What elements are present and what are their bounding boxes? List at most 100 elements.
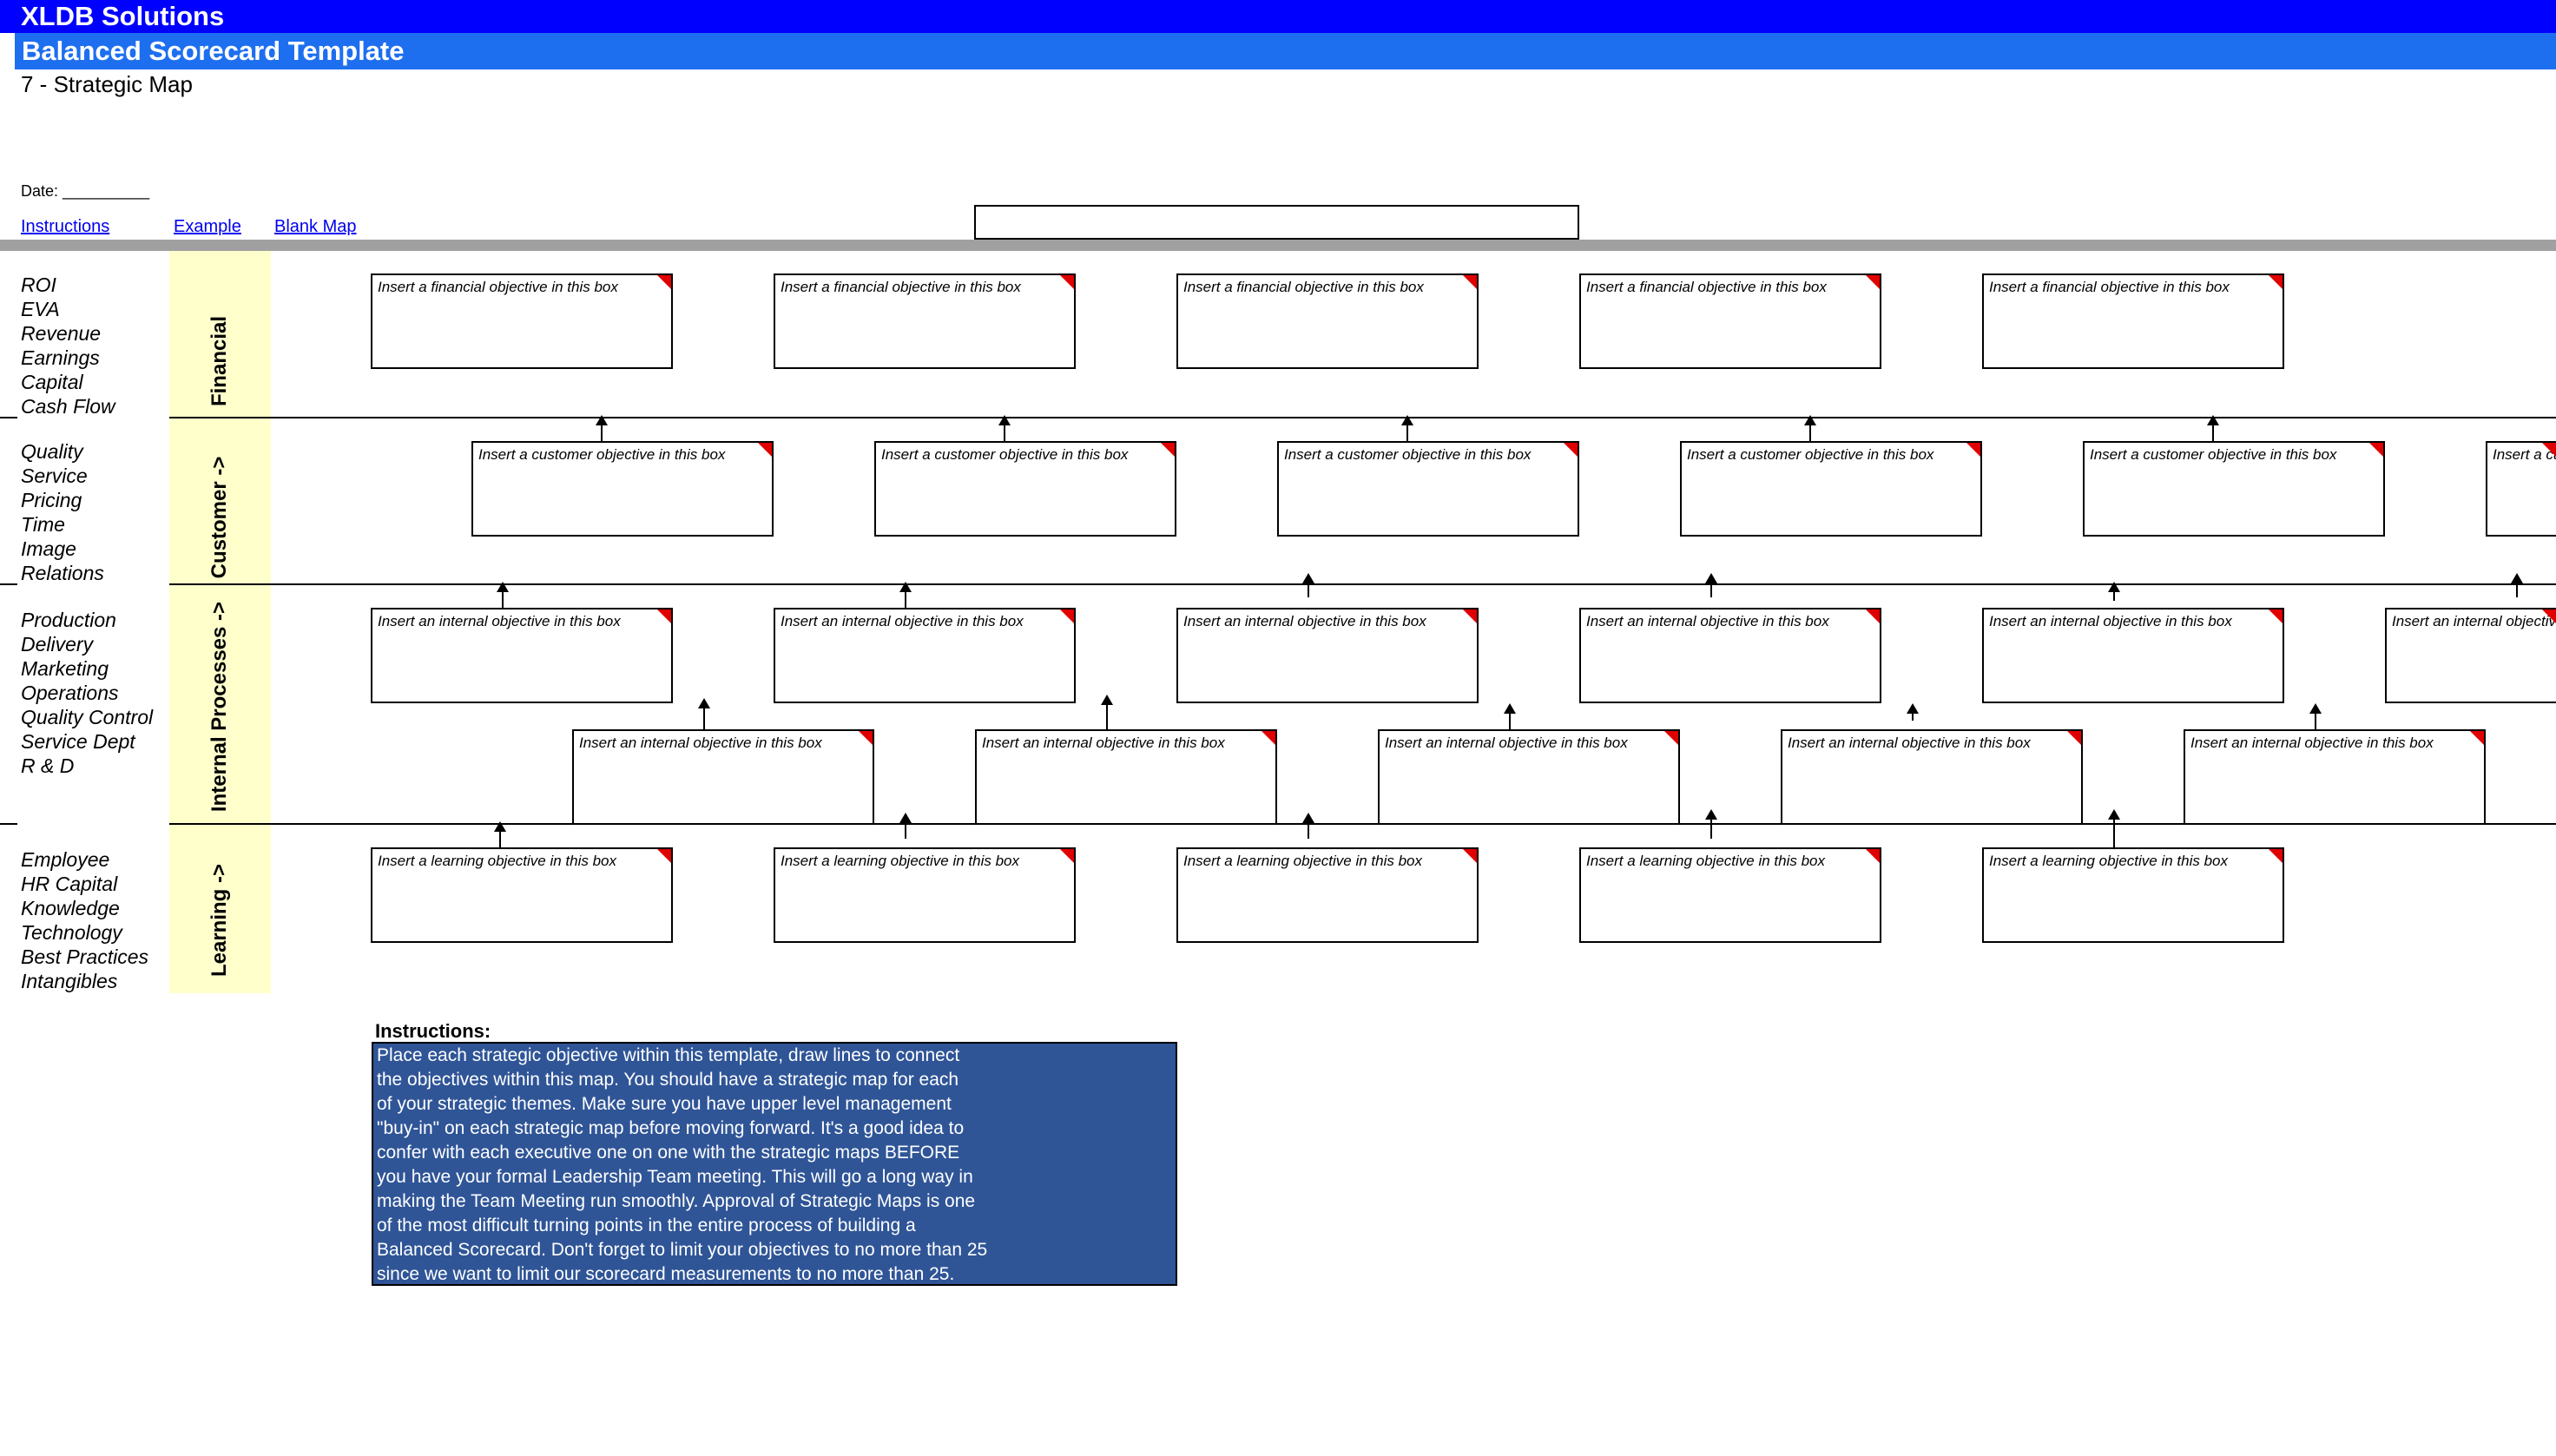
internal-objective-box[interactable]: Insert an internal objective in this box xyxy=(1982,608,2284,703)
measure-item: Knowledge xyxy=(21,897,120,919)
financial-objective-box[interactable]: Insert a financial objective in this box xyxy=(1579,273,1881,369)
arrow-up-icon xyxy=(497,582,509,608)
measure-item: R & D xyxy=(21,754,75,777)
instructions-line: you have your formal Leadership Team mee… xyxy=(377,1167,973,1187)
instructions-line: confer with each executive one on one wi… xyxy=(377,1143,960,1163)
measure-item: Employee xyxy=(21,848,110,871)
instructions-title: Instructions: xyxy=(375,1020,491,1042)
date-field[interactable]: Date: __________ xyxy=(21,182,150,200)
internal-objective-box[interactable]: Insert an internal objective in this box xyxy=(2385,608,2556,703)
measure-item: Service xyxy=(21,464,88,487)
arrow-up-icon xyxy=(2309,703,2322,729)
arrow-up-icon xyxy=(1907,703,1919,721)
customer-objective-box[interactable]: Insert a customer objective in this box xyxy=(1680,441,1982,537)
measure-item: Service Dept xyxy=(21,730,135,753)
arrow-up-icon xyxy=(2207,415,2219,441)
measure-item: Production xyxy=(21,609,116,631)
row-divider xyxy=(0,823,17,825)
template-title: Balanced Scorecard Template xyxy=(15,33,2556,69)
arrow-up-icon xyxy=(1705,809,1717,839)
measure-item: Best Practices xyxy=(21,945,148,968)
measure-item: Relations xyxy=(21,562,104,584)
example-link[interactable]: Example xyxy=(174,217,241,236)
instructions-box: Place each strategic objective within th… xyxy=(372,1042,1177,1286)
learning-measures: Employee HR Capital Knowledge Technology… xyxy=(21,847,148,993)
measure-item: Marketing xyxy=(21,657,109,680)
page-subtitle: 7 - Strategic Map xyxy=(21,71,193,97)
internal-objective-box[interactable]: Insert an internal objective in this box xyxy=(774,608,1076,703)
learning-objective-box[interactable]: Insert a learning objective in this box xyxy=(1579,847,1881,943)
internal-measures: Production Delivery Marketing Operations… xyxy=(21,608,153,778)
measure-item: Operations xyxy=(21,682,119,704)
arrow-up-icon xyxy=(596,415,608,441)
internal-objective-box[interactable]: Insert an internal objective in this box xyxy=(1176,608,1479,703)
internal-objective-box[interactable]: Insert an internal objective in this box xyxy=(1579,608,1881,703)
measure-item: Revenue xyxy=(21,322,102,345)
instructions-line: making the Team Meeting run smoothly. Ap… xyxy=(377,1191,976,1211)
financial-objective-box[interactable]: Insert a financial objective in this box xyxy=(774,273,1076,369)
arrow-up-icon xyxy=(1401,415,1413,441)
internal-objective-box[interactable]: Insert an internal objective in this box xyxy=(2184,729,2486,825)
row-divider xyxy=(169,417,2556,418)
internal-objective-box[interactable]: Insert an internal objective in this box xyxy=(572,729,874,825)
financial-measures: ROI EVA Revenue Earnings Capital Cash Fl… xyxy=(21,273,115,418)
measure-item: ROI xyxy=(21,273,56,296)
measure-item: Technology xyxy=(21,921,122,944)
financial-objective-box[interactable]: Insert a financial objective in this box xyxy=(371,273,673,369)
instructions-line: since we want to limit our scorecard mea… xyxy=(377,1264,955,1284)
arrow-up-icon xyxy=(2511,573,2523,597)
learning-objective-box[interactable]: Insert a learning objective in this box xyxy=(1176,847,1479,943)
arrow-up-icon xyxy=(2108,809,2120,847)
internal-objective-box[interactable]: Insert an internal objective in this box xyxy=(975,729,1277,825)
arrow-up-icon xyxy=(1302,813,1314,839)
instructions-line: of your strategic themes. Make sure you … xyxy=(377,1094,952,1114)
customer-objective-box[interactable]: Insert a customer objective in this box xyxy=(2083,441,2385,537)
learning-objective-box[interactable]: Insert a learning objective in this box xyxy=(1982,847,2284,943)
measure-item: Earnings xyxy=(21,346,100,369)
arrow-up-icon xyxy=(2108,582,2120,601)
measure-item: HR Capital xyxy=(21,873,118,895)
arrow-up-icon xyxy=(1804,415,1816,441)
measure-item: EVA xyxy=(21,298,60,320)
measure-item: Time xyxy=(21,513,65,536)
customer-objective-box[interactable]: Insert a customer objective in this box xyxy=(874,441,1176,537)
financial-objective-box[interactable]: Insert a financial objective in this box xyxy=(1982,273,2284,369)
arrow-up-icon xyxy=(899,813,912,839)
instructions-line: Place each strategic objective within th… xyxy=(377,1045,960,1065)
arrow-up-icon xyxy=(494,821,506,847)
perspective-label-learning: Learning -> xyxy=(208,863,231,978)
learning-objective-box[interactable]: Insert a learning objective in this box xyxy=(371,847,673,943)
arrow-up-icon xyxy=(1504,703,1516,729)
customer-objective-box[interactable]: Insert a customer objective in this box xyxy=(2486,441,2556,537)
customer-objective-box[interactable]: Insert a customer objective in this box xyxy=(1277,441,1579,537)
internal-objective-box[interactable]: Insert an internal objective in this box xyxy=(371,608,673,703)
instructions-line: Balanced Scorecard. Don't forget to limi… xyxy=(377,1240,988,1260)
instructions-link[interactable]: Instructions xyxy=(21,217,110,236)
measure-item: Intangibles xyxy=(21,970,118,992)
measure-item: Capital xyxy=(21,371,83,393)
arrow-up-icon xyxy=(1302,573,1314,597)
map-title-box[interactable] xyxy=(974,205,1579,240)
measure-item: Image xyxy=(21,537,76,560)
measure-item: Quality xyxy=(21,440,83,463)
financial-objective-box[interactable]: Insert a financial objective in this box xyxy=(1176,273,1479,369)
row-divider xyxy=(169,583,2556,585)
row-divider xyxy=(169,823,2556,825)
customer-measures: Quality Service Pricing Time Image Relat… xyxy=(21,439,104,585)
header-divider xyxy=(0,240,2556,251)
learning-objective-box[interactable]: Insert a learning objective in this box xyxy=(774,847,1076,943)
internal-objective-box[interactable]: Insert an internal objective in this box xyxy=(1781,729,2083,825)
arrow-up-icon xyxy=(698,698,710,729)
row-divider xyxy=(0,583,17,585)
row-divider xyxy=(0,417,17,418)
instructions-line: the objectives within this map. You shou… xyxy=(377,1070,959,1090)
instructions-line: "buy-in" on each strategic map before mo… xyxy=(377,1118,965,1138)
measure-item: Pricing xyxy=(21,489,82,511)
blank-map-link[interactable]: Blank Map xyxy=(274,217,357,236)
arrow-up-icon xyxy=(998,415,1011,441)
arrow-up-icon xyxy=(1101,695,1113,729)
measure-item: Cash Flow xyxy=(21,395,115,418)
internal-objective-box[interactable]: Insert an internal objective in this box xyxy=(1378,729,1680,825)
customer-objective-box[interactable]: Insert a customer objective in this box xyxy=(471,441,774,537)
arrow-up-icon xyxy=(899,582,912,608)
